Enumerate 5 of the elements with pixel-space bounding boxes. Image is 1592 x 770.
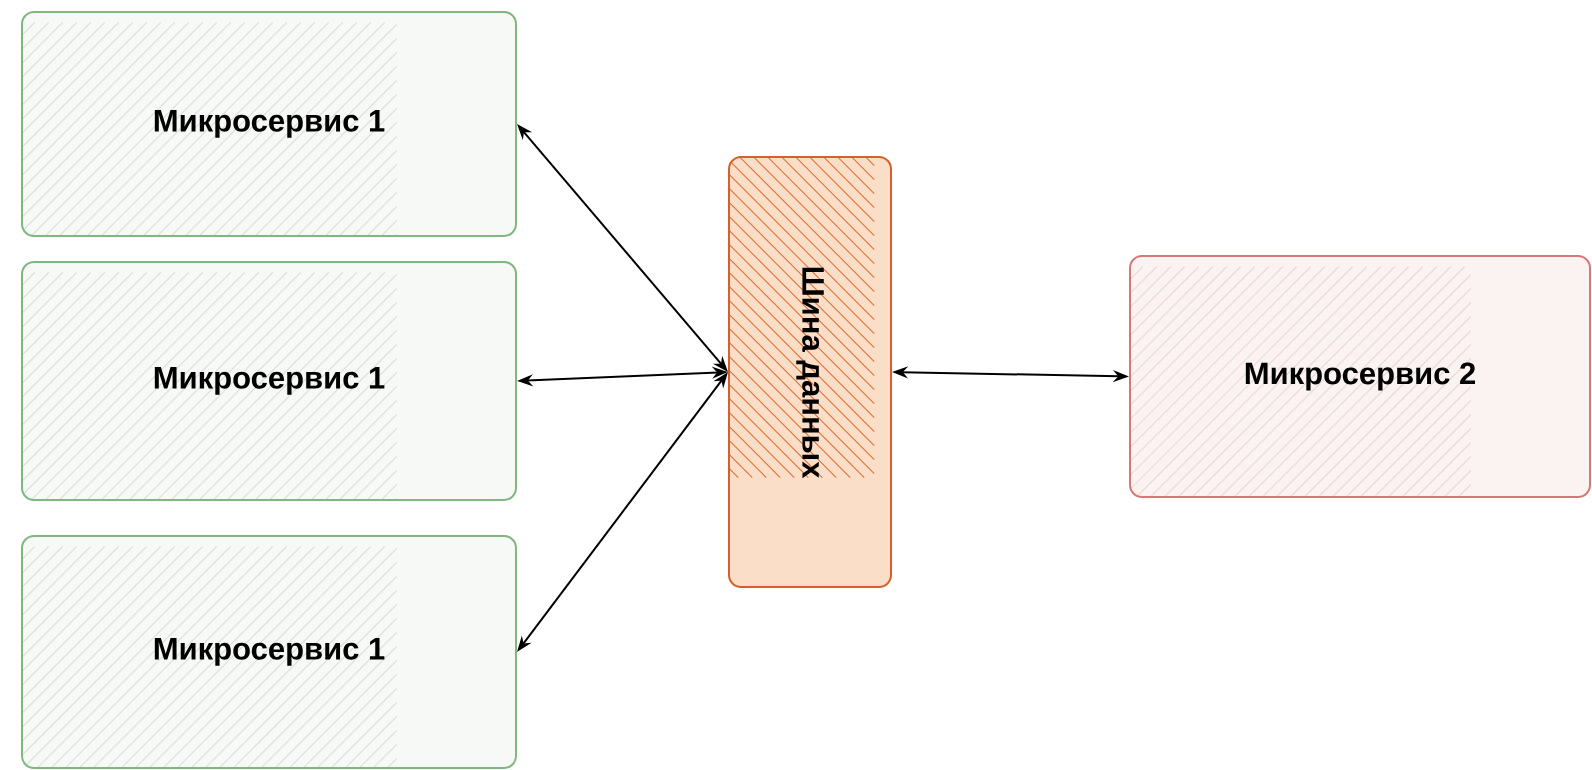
process-box: Микросервис 1 [21,261,517,501]
process-box: Микросервис 1 [21,11,517,237]
service-box: Микросервис 2 [1129,255,1591,498]
process-box: Микросервис 1 [21,535,517,769]
bus-box: Шина данных [728,156,892,588]
